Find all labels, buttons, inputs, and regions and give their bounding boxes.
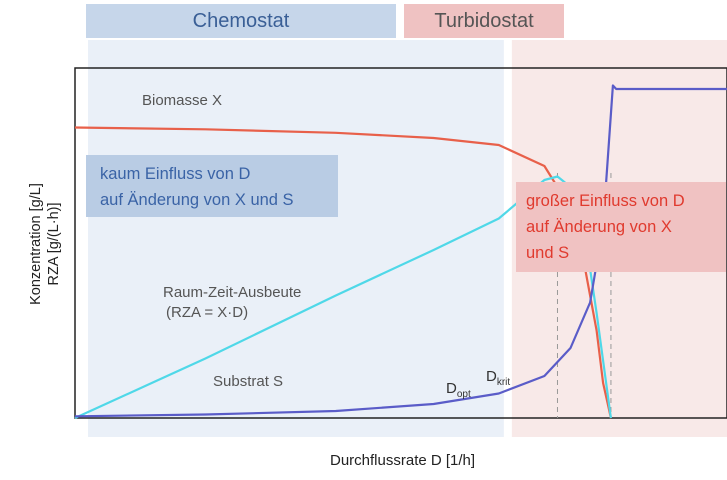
d-krit-label: Dkrit: [486, 368, 510, 388]
substrate-label: Substrat S: [213, 373, 284, 390]
rza-label-line2: (RZA = X·D): [166, 304, 249, 321]
rza-label-line1: Raum-Zeit-Ausbeute: [163, 284, 302, 301]
turbidostat-annotation-line3: und S: [526, 244, 570, 262]
y-axis-label-line1: Konzentration [g/L]: [28, 183, 44, 305]
chemostat-annotation: kaum Einfluss von D auf Änderung von X u…: [86, 155, 338, 217]
curve-biomass: [74, 126, 612, 419]
y-axis-label-line2: RZA [g/(L·h)]: [46, 202, 62, 286]
d-krit-sub: krit: [496, 377, 511, 388]
chemostat-annotation-line2: auf Änderung von X und S: [100, 191, 294, 209]
chemostat-annotation-line1: kaum Einfluss von D: [100, 165, 251, 183]
x-axis-label: Durchflussrate D [1/h]: [330, 452, 476, 469]
plot-frame: [74, 67, 727, 419]
d-opt-sub: opt: [456, 389, 471, 400]
d-opt-main: D: [446, 380, 457, 397]
region-band-chemostat: [88, 40, 504, 437]
d-opt-label: Dopt: [446, 380, 471, 400]
chemostat-header: Chemostat: [86, 4, 396, 38]
biomass-label: Biomasse X: [142, 92, 223, 109]
turbidostat-annotation: großer Einfluss von D auf Änderung von X…: [516, 182, 726, 272]
curve-substrate: [74, 84, 727, 418]
turbidostat-header: Turbidostat: [404, 4, 564, 38]
turbidostat-annotation-line1: großer Einfluss von D: [526, 192, 685, 210]
turbidostat-annotation-line2: auf Änderung von X: [526, 218, 672, 236]
d-krit-main: D: [486, 368, 497, 385]
